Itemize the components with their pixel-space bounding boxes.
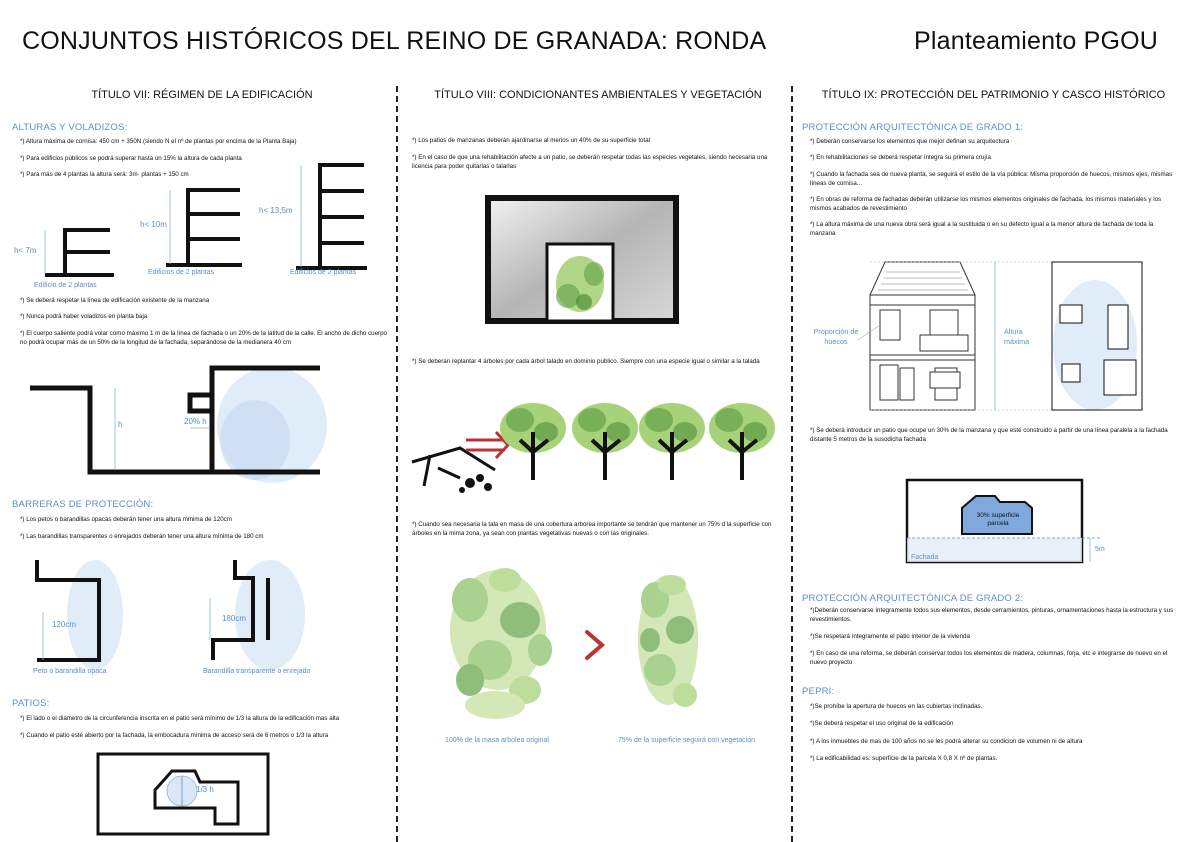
col1-bullet-3: *) Para más de 4 plantas la altura será:…: [20, 171, 189, 178]
height-label-2: h< 10m: [140, 220, 167, 229]
col2-bullet-1: *) Los patios de manzanas deberán ajardi…: [412, 137, 651, 144]
col3-section-grado2: PROTECCIÓN ARQUITECTÓNICA DE GRADO 2:: [802, 593, 1024, 604]
distance-5m-label: 5m: [1095, 546, 1105, 553]
column-divider-left: [396, 86, 398, 842]
building-caption-3: Edificios de 2 plantas: [290, 269, 357, 276]
col1-section-patios: PATIOS:: [12, 698, 50, 709]
col3-section-grado1: PROTECCIÓN ARQUITECTÓNICA DE GRADO 1:: [802, 122, 1024, 133]
col3-bullet-6: *) Se deberá introducir un patio que ocu…: [810, 427, 1168, 443]
building-caption-2: Edificios de 2 plantas: [148, 269, 215, 276]
col3-bullet-11: *)Se deberá respetar el uso original de …: [810, 720, 954, 727]
col3-bullet-12: *) A los inmuebles de mas de 100 años no…: [810, 738, 1083, 745]
col3-section-pepri: PEPRI:: [802, 686, 835, 697]
barrier-caption-2: Barandilla transparente o enrejado: [203, 668, 311, 675]
fachada-label: Fachada: [911, 554, 939, 561]
col3-bullet-5: *) La altura máxima de una nueva obra se…: [810, 221, 1154, 237]
overhang-h-label: h: [118, 420, 123, 429]
facade-proportion-label: Proporción de huecos: [813, 327, 859, 346]
page-subtitle: Planteamiento PGOU: [914, 27, 1158, 55]
col1-title: TÍTULO VII: RÉGIMEN DE LA EDIFICACIÓN: [91, 89, 313, 101]
col3-bullet-13: *) La edificabilidad es: superficie de l…: [810, 755, 998, 762]
col3-bullet-8: *)Se respetará íntegramente el patio int…: [810, 633, 970, 640]
col1-bullet-8: *) Las barandillas transparentes o enrej…: [20, 533, 264, 540]
barrier-caption-1: Peto o barandilla opaca: [33, 668, 107, 675]
height-label-3: h< 13,5m: [259, 206, 293, 215]
col1-section-barreras: BARRERAS DE PROTECCIÓN:: [12, 499, 154, 510]
col1-bullet-10: *) Cuando el patio esté abierto por la f…: [20, 732, 329, 739]
col2-bullet-3: *) Se deberan replantar 4 árboles por ca…: [412, 358, 760, 365]
col3-bullet-9: *) En caso de una reforma, se deberán co…: [810, 650, 1168, 666]
col1-bullet-7: *) Los petos o barandillas opacas deberá…: [20, 516, 232, 523]
tree-mass-caption-2: 75% de la superficie seguirá con vegetac…: [618, 737, 755, 744]
building-caption-1: Edificio de 2 plantas: [34, 282, 97, 289]
col1-bullet-9: *) El lado o el diámetro de la circunfer…: [20, 715, 340, 722]
patio-label: 1/3 h: [196, 785, 214, 794]
col3-bullet-3: *) Cuando la fachada sea de nueva planta…: [810, 171, 1173, 187]
col1-bullet-5: *) Nunca podrá haber voladizos en planta…: [20, 313, 148, 320]
page-title: CONJUNTOS HISTÓRICOS DEL REINO DE GRANAD…: [22, 27, 767, 55]
col1-bullet-6: *) El cuerpo saliente podrá volar como m…: [20, 330, 388, 346]
col1-bullet-2: *) Para edificios públicos se podrá supe…: [20, 155, 242, 162]
col3-bullet-7: *)Deberán conservarse íntegramente todos…: [810, 607, 1174, 623]
height-label-1: h< 7m: [14, 246, 37, 255]
col3-bullet-4: *) En obras de reforma de fachadas deber…: [810, 196, 1162, 212]
col1-bullet-4: *) Se deberá respetar la línea de edific…: [20, 297, 210, 304]
col1-section-alturas: ALTURAS Y VOLADIZOS:: [12, 122, 128, 133]
barrier-height-1: 120cm: [52, 620, 77, 629]
col2-bullet-2: *) En el caso de que una rehabilitación …: [412, 154, 768, 170]
facade-height-label: Altura máxima: [1004, 327, 1030, 346]
tree-mass-caption-1: 100% de la masa arbolea original: [445, 737, 549, 744]
col3-title: TÍTULO IX: PROTECCIÓN DEL PATRIMONIO Y C…: [821, 89, 1166, 101]
overhang-pct-label: 20% h: [184, 417, 207, 426]
patio-parcel-label: 30% superficie parcela: [976, 512, 1020, 527]
col1-bullet-1: *) Altura máxima de cornisa: 450 cm + 35…: [20, 138, 297, 145]
barrier-height-2: 180cm: [222, 614, 247, 623]
col2-bullet-4: *) Cuando sea necesaria la tala en masa …: [412, 521, 772, 537]
col2-title: TÍTULO VIII: CONDICIONANTES AMBIENTALES …: [434, 89, 762, 101]
column-divider-right: [791, 86, 793, 842]
col3-bullet-2: *) En rehabilitaciones se deberá respeta…: [810, 154, 991, 161]
col3-bullet-10: *)Se prohíbe la apertura de huecos en la…: [810, 703, 983, 710]
col3-bullet-1: *) Deberán conservarse los elementos que…: [810, 138, 1010, 145]
